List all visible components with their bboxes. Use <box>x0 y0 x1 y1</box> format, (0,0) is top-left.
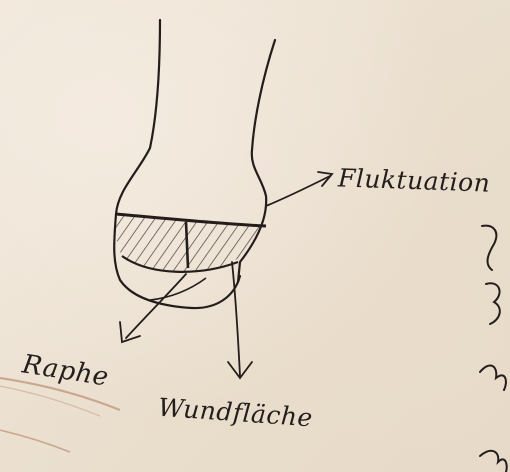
arrow-raphe <box>120 274 186 342</box>
label-fluktuation: Fluktuation <box>338 163 491 197</box>
margin-scribbles <box>480 226 507 472</box>
arrow-fluktuation <box>266 172 332 206</box>
